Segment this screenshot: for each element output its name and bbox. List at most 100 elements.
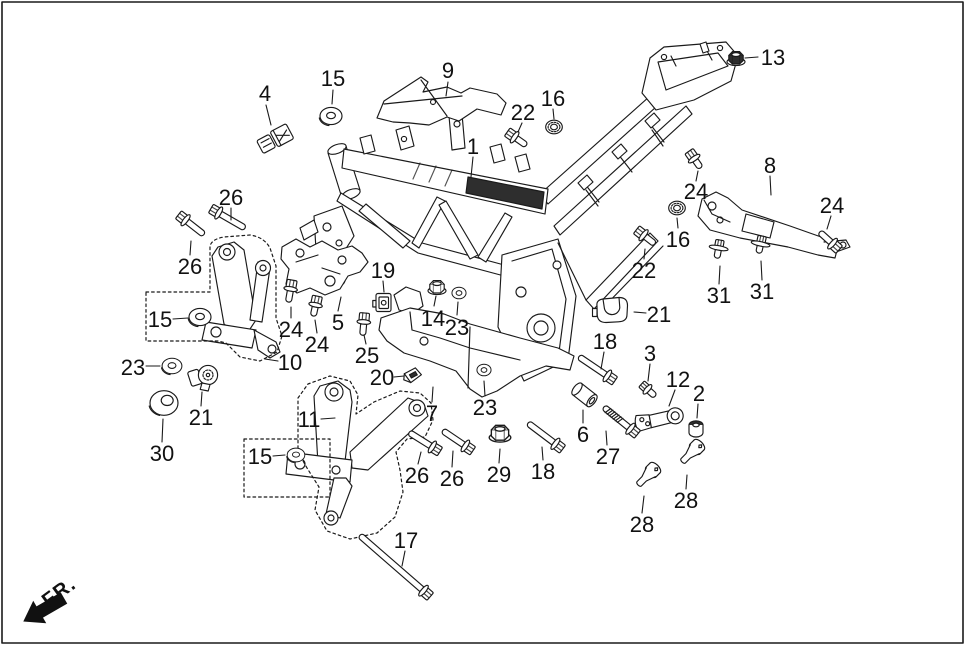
- callout-label-26: 26: [219, 185, 243, 210]
- callout-label-19: 19: [371, 258, 395, 283]
- fr-direction-indicator: FR.: [23, 573, 81, 624]
- part-23: [451, 286, 467, 300]
- callout-label-18: 18: [593, 329, 617, 354]
- small-parts-layer: [148, 51, 843, 601]
- leader-line-16: [676, 217, 679, 229]
- callout-label-14: 14: [421, 306, 445, 331]
- callout-label-21: 21: [189, 405, 213, 430]
- part-16: [668, 200, 686, 216]
- leader-line-1: [470, 156, 474, 178]
- leader-line-31: [760, 260, 763, 281]
- dotted-region-stay-10: [145, 234, 283, 362]
- part-18: [577, 354, 618, 386]
- leader-line-19: [382, 280, 385, 293]
- callout-label-6: 6: [577, 422, 589, 447]
- leader-line-12: [668, 389, 676, 407]
- leader-line-22: [643, 248, 646, 260]
- part-1-frame: [299, 41, 739, 382]
- leader-line-26: [417, 451, 422, 465]
- callout-label-16: 16: [666, 227, 690, 252]
- callout-label-13: 13: [761, 45, 785, 70]
- leader-line-27: [605, 430, 608, 446]
- callout-label-28: 28: [674, 488, 698, 513]
- leader-line-21: [200, 391, 203, 407]
- part-12: [634, 407, 684, 432]
- part-14: [427, 280, 447, 296]
- callout-label-16: 16: [541, 86, 565, 111]
- leader-line-26: [189, 240, 192, 256]
- callout-label-15: 15: [248, 444, 272, 469]
- part-22: [504, 127, 528, 148]
- part-28: [636, 461, 662, 487]
- callout-label-4: 4: [259, 81, 271, 106]
- leader-line-23: [456, 301, 459, 316]
- callout-label-22: 22: [511, 100, 535, 125]
- callout-label-23: 23: [445, 315, 469, 340]
- part-20: [403, 367, 422, 384]
- callout-label-21: 21: [647, 302, 671, 327]
- callout-label-9: 9: [442, 58, 454, 83]
- callout-label-3: 3: [644, 341, 656, 366]
- leader-line-28: [641, 495, 645, 514]
- leader-line-25: [363, 334, 367, 345]
- callout-label-24: 24: [305, 332, 329, 357]
- part-27: [602, 405, 641, 439]
- part-28: [680, 438, 706, 464]
- part-31: [750, 234, 771, 254]
- callout-label-8: 8: [764, 153, 776, 178]
- callout-label-22: 22: [632, 258, 656, 283]
- part-24: [283, 278, 298, 303]
- callout-label-30: 30: [150, 441, 174, 466]
- leader-line-15: [331, 89, 334, 105]
- callout-label-29: 29: [487, 462, 511, 487]
- leader-line-3: [647, 363, 651, 382]
- part-9-cover: [376, 76, 507, 126]
- leader-line-7: [431, 386, 434, 403]
- part-25: [356, 312, 372, 336]
- leader-line-17: [401, 550, 406, 567]
- part-21: [187, 364, 219, 392]
- leader-line-23: [483, 380, 486, 397]
- part-15: [318, 106, 343, 127]
- callout-label-10: 10: [278, 350, 302, 375]
- leader-line-24: [314, 319, 318, 334]
- leader-line-14: [433, 295, 437, 307]
- part-26: [175, 210, 206, 237]
- leader-line-29: [498, 448, 501, 464]
- leader-line-31: [718, 265, 721, 285]
- dotted-region-stay-11: [297, 375, 434, 540]
- part-7-bracket: [378, 286, 575, 398]
- leader-line-10: [264, 358, 279, 362]
- callout-label-23: 23: [121, 355, 145, 380]
- part-29: [488, 424, 512, 443]
- callout-label-15: 15: [148, 307, 172, 332]
- leader-line-26: [451, 450, 454, 468]
- leader-line-24: [826, 215, 832, 230]
- callout-label-18: 18: [531, 459, 555, 484]
- fr-arrow-icon: [23, 592, 68, 624]
- leader-line-16: [552, 108, 555, 120]
- callout-label-17: 17: [394, 528, 418, 553]
- leader-line-4: [265, 104, 272, 126]
- part-3: [638, 380, 657, 398]
- callout-label-2: 2: [693, 381, 705, 406]
- callout-label-15: 15: [321, 66, 345, 91]
- callout-label-31: 31: [750, 279, 774, 304]
- part-15: [286, 447, 306, 464]
- part-26: [441, 428, 476, 456]
- callout-label-20: 20: [370, 365, 394, 390]
- part-19: [372, 292, 392, 313]
- callout-label-26: 26: [405, 463, 429, 488]
- part-22: [633, 225, 657, 246]
- callout-label-24: 24: [279, 317, 303, 342]
- part-31: [708, 238, 729, 259]
- part-4: [256, 123, 294, 154]
- leader-line-20: [393, 375, 405, 378]
- part-23: [160, 357, 183, 376]
- part-2: [688, 420, 704, 438]
- leader-line-30: [161, 418, 164, 443]
